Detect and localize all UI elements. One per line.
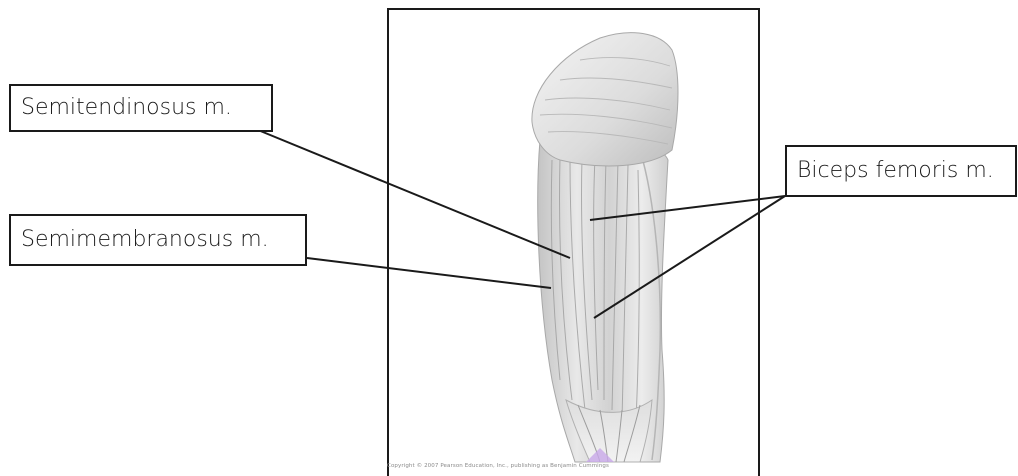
copyright-text: Copyright © 2007 Pearson Education, Inc.… <box>387 463 759 469</box>
label-biceps-femoris-text: Biceps femoris m. <box>797 160 994 182</box>
label-semitendinosus: Semitendinosus m. <box>9 84 273 132</box>
label-biceps-femoris: Biceps femoris m. <box>785 145 1017 197</box>
label-semimembranosus-text: Semimembranosus m. <box>21 229 269 251</box>
label-semitendinosus-text: Semitendinosus m. <box>21 97 232 119</box>
label-semimembranosus: Semimembranosus m. <box>9 214 307 266</box>
